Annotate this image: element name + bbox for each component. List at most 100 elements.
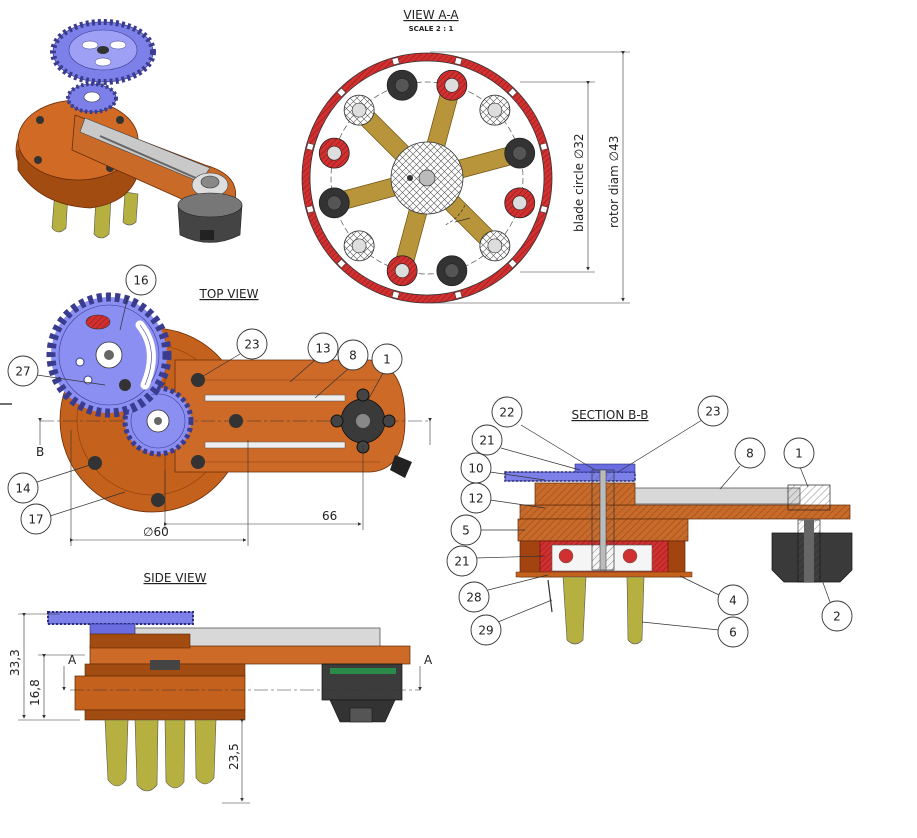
balloon-16 bbox=[125, 264, 157, 296]
balloon-8-section-label: 8 bbox=[746, 447, 754, 461]
balloon-23-section bbox=[697, 395, 729, 427]
balloon-1-top-label: 1 bbox=[383, 353, 391, 367]
ring-notch bbox=[539, 142, 548, 151]
iso-big-gear bbox=[50, 19, 156, 85]
balloon-5-label: 5 bbox=[462, 524, 470, 538]
top-arm bbox=[174, 359, 412, 478]
balloon-14-label: 14 bbox=[15, 482, 30, 496]
iso-motor bbox=[177, 192, 243, 243]
balloon-27-label: 27 bbox=[15, 365, 30, 379]
side-dim-33: 33,3 bbox=[8, 613, 80, 721]
balloon-29 bbox=[470, 614, 502, 646]
section-b-b: SECTION B-B bbox=[446, 395, 853, 648]
top-view-title: TOP VIEW bbox=[198, 287, 258, 301]
view-a-a: VIEW A-A SCALE 2 : 1 blade bbox=[301, 8, 630, 304]
ring-notch bbox=[391, 290, 400, 299]
ring-notch bbox=[391, 57, 400, 66]
balloon-16-label: 16 bbox=[133, 274, 148, 288]
ring-notch bbox=[539, 205, 548, 214]
sb-balloons: 22 23 21 8 1 10 12 5 21 bbox=[446, 395, 853, 648]
top-balloons: 16 23 13 8 1 27 14 17 bbox=[7, 264, 403, 535]
blade-knob-pin bbox=[394, 77, 410, 93]
iso-small-gear bbox=[66, 82, 118, 114]
top-motor-hub bbox=[330, 388, 396, 454]
side-legs bbox=[104, 719, 217, 792]
section-bb-title: SECTION B-B bbox=[571, 408, 648, 422]
top-dim-66-text: 66 bbox=[322, 509, 337, 523]
iso-arm bbox=[71, 114, 237, 210]
side-dim-23: 23,5 bbox=[222, 719, 250, 804]
balloon-23-top bbox=[236, 328, 268, 360]
side-view: SIDE VIEW bbox=[8, 571, 433, 804]
balloon-1-section-label: 1 bbox=[795, 447, 803, 461]
balloon-17 bbox=[20, 503, 52, 535]
dim-blade-text: blade circle ∅32 bbox=[572, 133, 586, 232]
isometric-view bbox=[15, 19, 243, 243]
balloon-21-upper bbox=[471, 424, 503, 456]
balloon-1-top bbox=[371, 343, 403, 375]
top-view: TOP VIEW bbox=[0, 264, 432, 546]
top-section-b-label: B bbox=[36, 445, 44, 459]
balloon-4 bbox=[717, 584, 749, 616]
side-dim-23-text: 23,5 bbox=[227, 743, 241, 770]
blade-knob-pin bbox=[351, 102, 367, 118]
blade-knob-pin bbox=[487, 102, 503, 118]
angle-arc bbox=[444, 204, 466, 226]
top-dim-60-text: ∅60 bbox=[143, 525, 169, 539]
sb-legs bbox=[547, 576, 645, 645]
balloon-17-label: 17 bbox=[28, 513, 43, 527]
balloon-22-label: 22 bbox=[499, 406, 514, 420]
blade-knob-pin bbox=[487, 238, 503, 254]
balloon-28-label: 28 bbox=[466, 591, 481, 605]
balloon-28 bbox=[458, 581, 490, 613]
balloon-6 bbox=[717, 616, 749, 648]
balloon-2 bbox=[821, 600, 853, 632]
balloon-4-label: 4 bbox=[729, 594, 737, 608]
blade-knob-pin bbox=[394, 263, 410, 279]
balloon-5 bbox=[450, 514, 482, 546]
side-dim-16-text: 16,8 bbox=[28, 679, 42, 706]
blade-knob-pin bbox=[326, 145, 342, 161]
blade-knob-pin bbox=[351, 238, 367, 254]
blade-knob-pin bbox=[512, 195, 528, 211]
top-dim-66: 66 bbox=[164, 445, 364, 530]
balloon-6-label: 6 bbox=[729, 626, 737, 640]
balloon-10-label: 10 bbox=[468, 462, 483, 476]
balloon-22 bbox=[491, 396, 523, 428]
balloon-8-top bbox=[337, 339, 369, 371]
blade-knob-pin bbox=[444, 263, 460, 279]
ring-notch bbox=[454, 290, 463, 299]
sb-gears bbox=[504, 463, 636, 482]
ring-notch bbox=[507, 258, 518, 269]
side-body bbox=[74, 633, 246, 721]
ring-notches bbox=[306, 57, 548, 299]
balloon-12 bbox=[460, 482, 492, 514]
side-motor bbox=[321, 663, 403, 723]
balloon-8-section bbox=[734, 437, 766, 469]
dim-rotor-diam: rotor diam ∅43 bbox=[430, 51, 630, 304]
ring-notch bbox=[306, 205, 315, 214]
blade-knob-pin bbox=[326, 195, 342, 211]
sb-motor bbox=[771, 484, 853, 583]
side-gears bbox=[47, 611, 194, 635]
sb-shaft bbox=[591, 469, 615, 571]
balloon-13 bbox=[307, 332, 339, 364]
balloon-21-upper-label: 21 bbox=[479, 434, 494, 448]
blade-knobs bbox=[318, 69, 536, 287]
side-section-marks: A A bbox=[62, 653, 433, 691]
side-section-a-left: A bbox=[68, 653, 77, 667]
blade-knob-pin bbox=[512, 145, 528, 161]
balloon-29-label: 29 bbox=[478, 624, 493, 638]
view-aa-scale: SCALE 2 : 1 bbox=[409, 25, 454, 33]
balloon-21-lower-label: 21 bbox=[454, 555, 469, 569]
balloon-21-lower bbox=[446, 545, 478, 577]
balloon-23-top-label: 23 bbox=[244, 338, 259, 352]
balloon-2-label: 2 bbox=[833, 610, 841, 624]
ring-notch bbox=[507, 87, 518, 98]
balloon-13-label: 13 bbox=[315, 342, 330, 356]
view-aa-title: VIEW A-A bbox=[403, 8, 459, 22]
ring-notch bbox=[306, 142, 315, 151]
blade-knob-pin bbox=[444, 77, 460, 93]
top-bolts bbox=[88, 373, 243, 507]
